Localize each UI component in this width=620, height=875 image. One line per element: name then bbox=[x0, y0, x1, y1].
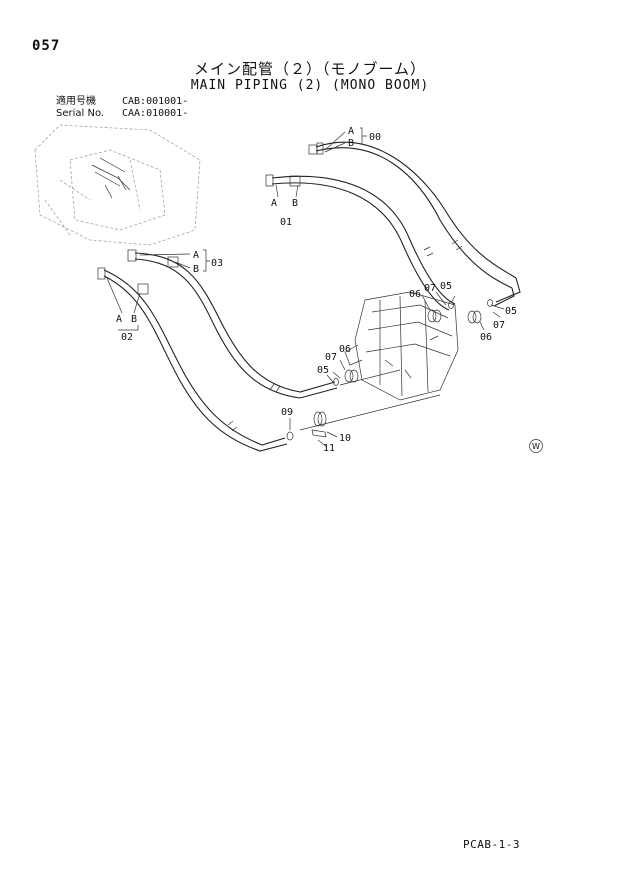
callout-part-06: 06 bbox=[409, 289, 421, 300]
fittings bbox=[286, 299, 493, 441]
footer-code: PCAB-1-3 bbox=[463, 838, 520, 851]
control-valve-body bbox=[344, 291, 459, 401]
hose-01 bbox=[265, 174, 456, 311]
page-title-japanese: メイン配管（２）（モノブーム） bbox=[193, 60, 427, 78]
applicability-row: Serial No. CAA:010001- bbox=[56, 108, 188, 120]
page-number: 057 bbox=[32, 38, 61, 54]
hose-00-fitting bbox=[308, 144, 318, 155]
callout-part-03: 03 bbox=[211, 258, 223, 269]
applicability-value: CAB:001001- bbox=[122, 96, 189, 107]
applicability-block: 適用号機 CAB:001001- Serial No. CAA:010001- bbox=[56, 96, 188, 120]
revision-mark: W bbox=[529, 439, 543, 453]
callout-a: A bbox=[348, 126, 354, 137]
hose-02 bbox=[97, 267, 288, 452]
callout-a: A bbox=[193, 250, 199, 261]
callout-part-02: 02 bbox=[121, 332, 133, 343]
callout-b: B bbox=[348, 138, 354, 149]
callout-part-07: 07 bbox=[325, 352, 337, 363]
callout-part-10: 10 bbox=[339, 433, 351, 444]
leader-line bbox=[299, 394, 441, 431]
callout-part-05: 05 bbox=[505, 306, 517, 317]
applicability-value: CAA:010001- bbox=[122, 108, 189, 119]
callout-part-06: 06 bbox=[480, 332, 492, 343]
callout-part-07: 07 bbox=[493, 320, 505, 331]
callout-labels: A B 00 A B 01 A B 03 A B 02 07 05 06 05 … bbox=[116, 126, 517, 454]
callout-b: B bbox=[193, 264, 199, 275]
callout-part-11: 11 bbox=[323, 443, 335, 454]
applicability-label: Serial No. bbox=[56, 108, 105, 119]
callout-part-00: 00 bbox=[369, 132, 381, 143]
revision-mark-text: W bbox=[532, 442, 540, 451]
callout-part-09: 09 bbox=[281, 407, 293, 418]
hose-02-fitting bbox=[97, 267, 106, 280]
callout-a: A bbox=[271, 198, 277, 209]
callout-part-01: 01 bbox=[280, 217, 292, 228]
applicability-row: 適用号機 CAB:001001- bbox=[56, 96, 188, 108]
callout-part-06: 06 bbox=[339, 344, 351, 355]
applicability-label: 適用号機 bbox=[56, 96, 96, 107]
page-title-english: MAIN PIPING (2) (MONO BOOM) bbox=[190, 78, 430, 93]
callout-a: A bbox=[116, 314, 122, 325]
callout-part-05: 05 bbox=[317, 365, 329, 376]
hose-01-fitting bbox=[265, 174, 274, 187]
callout-leaders bbox=[106, 127, 505, 448]
hose-00 bbox=[308, 141, 521, 307]
callout-part-07: 07 bbox=[424, 283, 436, 294]
hose-03-fitting bbox=[127, 249, 137, 262]
callout-part-05: 05 bbox=[440, 281, 452, 292]
callout-b: B bbox=[292, 198, 298, 209]
leader-line bbox=[339, 369, 401, 386]
callout-b: B bbox=[131, 314, 137, 325]
machine-outline-sketch bbox=[34, 124, 201, 246]
hose-03 bbox=[127, 249, 338, 399]
